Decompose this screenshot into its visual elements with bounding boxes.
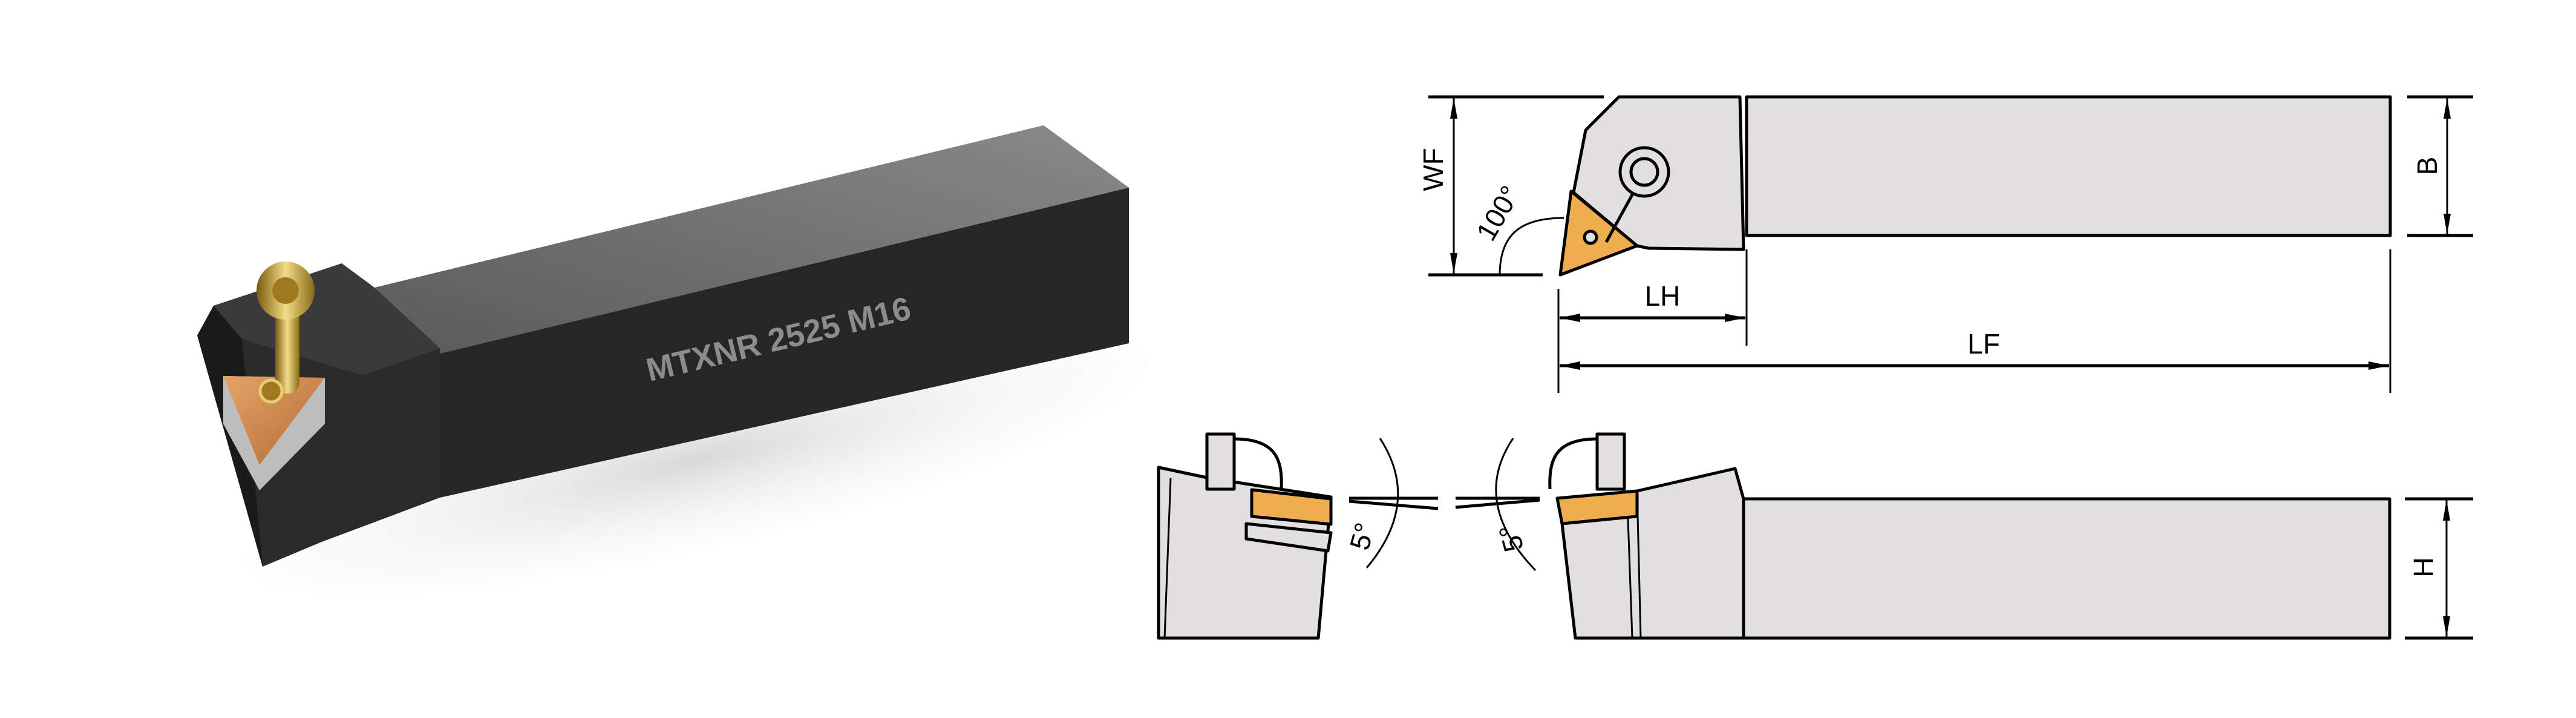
shank-top-view	[1745, 95, 2392, 237]
dim-lh-label: LH	[1645, 280, 1681, 312]
clamp-arm	[275, 303, 299, 394]
angle-right-label: 5°	[1492, 521, 1530, 555]
shank-top-face	[374, 125, 1129, 354]
shank-side-face	[440, 188, 1129, 498]
dim-wf-label: WF	[1417, 148, 1449, 191]
tool-holder-render: MTXNR 2525 M16	[135, 125, 1257, 628]
dim-h-label: H	[2408, 557, 2439, 577]
top-view-drawing: WF 100° B LH LF	[1417, 95, 2473, 393]
insert-screw-top	[1583, 229, 1598, 245]
shank-side-view	[1742, 497, 2391, 640]
clamp-right-view	[1595, 432, 1626, 491]
angle-left-label: 5°	[1344, 519, 1381, 553]
clamp-screw-top	[1618, 146, 1670, 198]
angle-arc-right	[1495, 438, 1537, 571]
angle-arc-100	[1499, 217, 1564, 274]
angle-arc-left	[1365, 438, 1399, 568]
insert	[223, 376, 325, 465]
insert-screw	[258, 378, 284, 404]
hex-socket-icon	[272, 277, 299, 304]
clamp-left-view	[1205, 432, 1236, 491]
angle-100-label: 100°	[1470, 180, 1526, 246]
insert-top-view	[1558, 189, 1639, 277]
insert-left-view	[1250, 488, 1333, 526]
head-front-face	[197, 306, 263, 567]
side-view-right: 5° H	[1455, 432, 2473, 640]
dim-b-label: B	[2411, 157, 2443, 176]
insert-right-view	[1555, 489, 1639, 525]
dim-lf-label: LF	[1967, 328, 2000, 360]
clamp-arm-top	[1604, 191, 1635, 243]
end-view-left: 5°	[1157, 432, 1439, 640]
hex-socket-icon	[1629, 157, 1659, 187]
